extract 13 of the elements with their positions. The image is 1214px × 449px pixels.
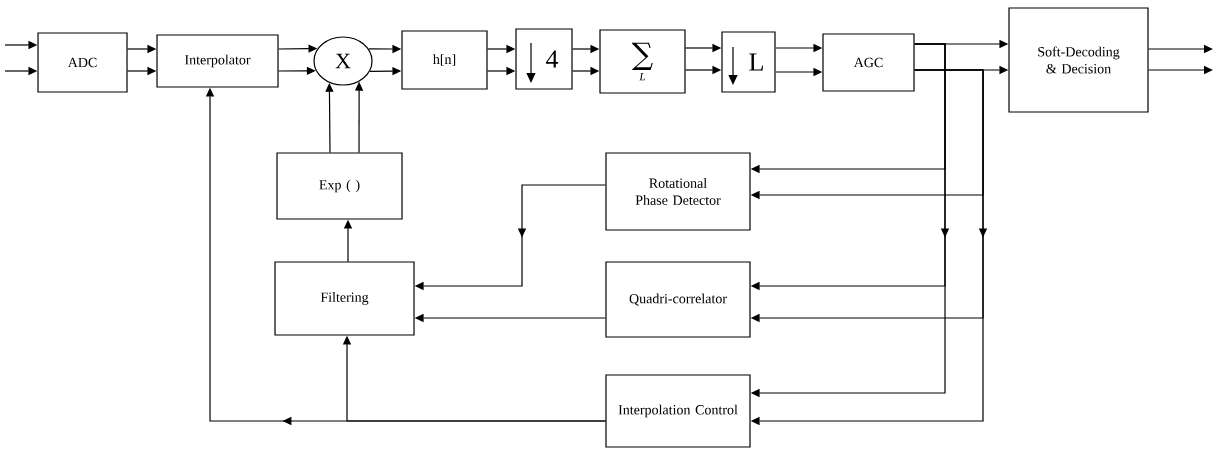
process-box: h[n] [401,30,488,90]
process-box: Exp ( ) [276,152,403,220]
process-box: Rotational Phase Detector [605,152,751,231]
process-box: Soft-Decoding & Decision [1008,7,1149,113]
process-box: AGC [822,33,915,92]
process-box: Interpolation Control [605,374,751,448]
process-box: Filtering [274,261,415,336]
process-box: Quadri-correlator [605,261,751,338]
summation-box: ∑ L [599,29,686,94]
downsampler-box: 4 [515,28,573,90]
process-box: ADC [37,32,128,93]
process-box: Interpolator [156,34,279,88]
downsampler-box: L [721,31,776,93]
